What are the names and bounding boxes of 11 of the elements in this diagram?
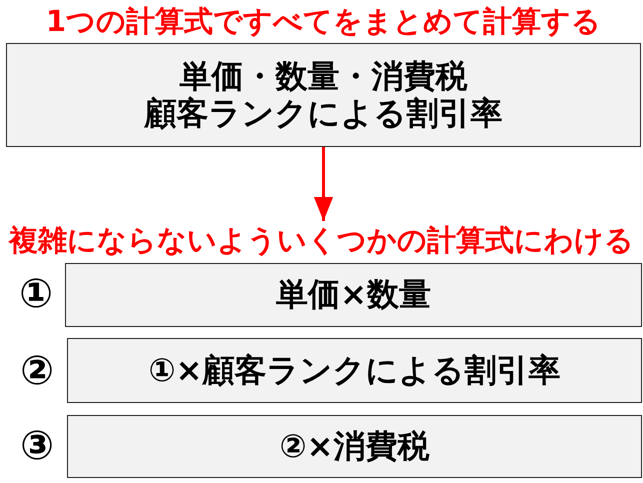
step-number: ③ bbox=[20, 426, 54, 466]
step-number: ② bbox=[20, 351, 54, 391]
formula-box: 単価×数量 bbox=[65, 263, 642, 327]
formula-box: ①×顧客ランクによる割引率 bbox=[67, 338, 642, 403]
step-number: ① bbox=[19, 274, 53, 314]
arrow bbox=[314, 147, 334, 221]
item-text: 単価・数量・消費税 bbox=[180, 58, 468, 95]
item-text: 顧客ランクによる割引率 bbox=[144, 95, 502, 132]
heading: 複雑にならないよういくつかの計算式にわける bbox=[9, 222, 634, 258]
heading: 1つの計算式ですべてをまとめて計算する bbox=[46, 3, 602, 39]
formula-box: ②×消費税 bbox=[67, 415, 642, 478]
